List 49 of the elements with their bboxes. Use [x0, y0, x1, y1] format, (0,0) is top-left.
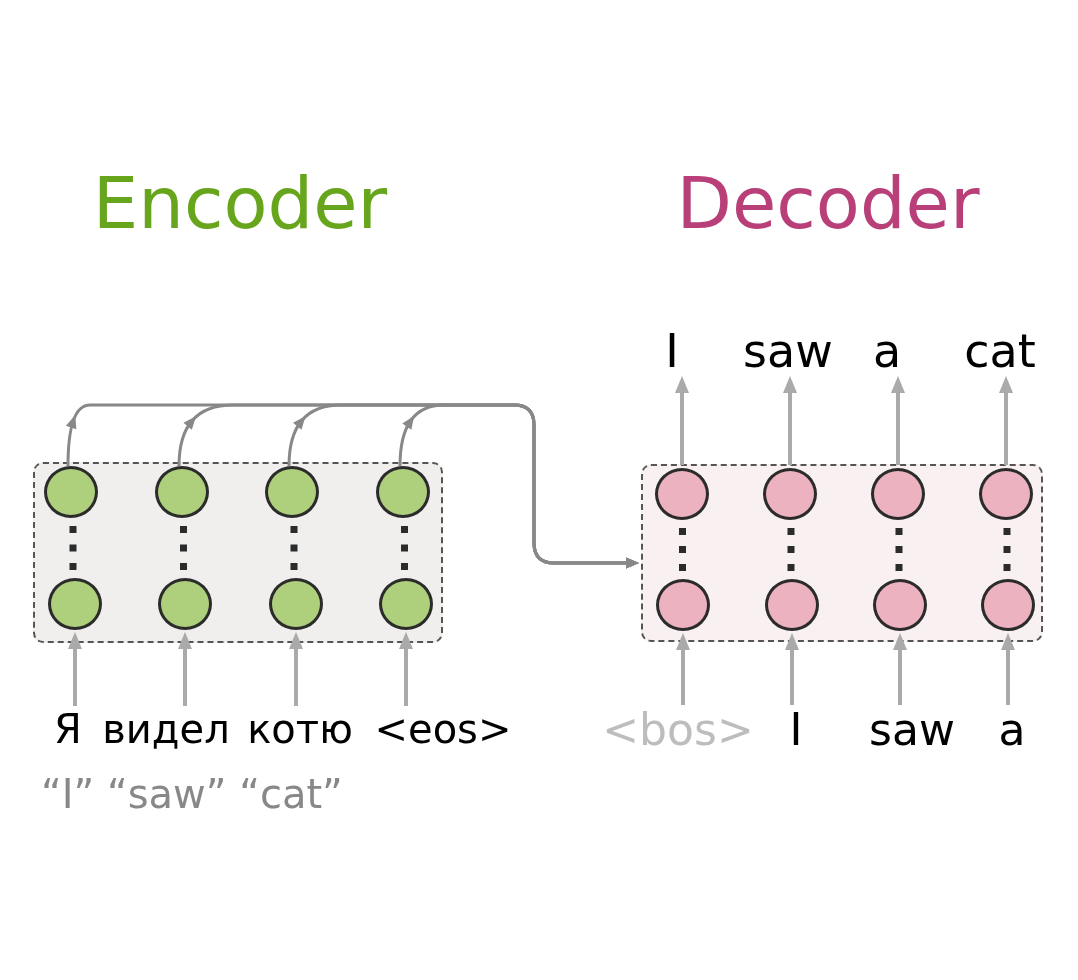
node-circle [44, 466, 98, 518]
node-circle [158, 578, 212, 630]
node-circle [656, 579, 710, 631]
arrow [675, 376, 689, 465]
arrow [893, 633, 907, 705]
node-circle [765, 579, 819, 631]
token-label: cat [964, 328, 1036, 374]
encoder-panel [33, 462, 443, 643]
token-label: a [998, 708, 1026, 752]
node-circle [763, 468, 817, 520]
heading: Decoder [676, 167, 980, 239]
arrow [785, 633, 799, 705]
token-label: видел [102, 709, 230, 749]
translation-text: “I” “saw” “cat” [41, 774, 343, 814]
token-label: a [872, 328, 902, 374]
arrow [1001, 633, 1015, 705]
token-label: <bos> [602, 708, 754, 752]
node-circle [873, 579, 927, 631]
token-label: saw [869, 708, 955, 752]
decoder-panel [641, 464, 1043, 642]
token-label: котю [247, 709, 353, 749]
node-circle [48, 578, 102, 630]
node-circle [376, 466, 430, 518]
arrow [178, 632, 192, 706]
arrow [399, 632, 413, 706]
arrow [999, 376, 1013, 465]
node-circle [655, 468, 709, 520]
arrow [289, 632, 303, 706]
arrow [68, 632, 82, 706]
arrow [676, 633, 690, 705]
arrow [891, 376, 905, 465]
node-circle [981, 579, 1035, 631]
dotted-line [69, 526, 77, 570]
token-label: I [665, 328, 679, 374]
token-label: saw [743, 328, 833, 374]
node-circle [265, 466, 319, 518]
node-circle [155, 466, 209, 518]
token-label: I [789, 708, 803, 752]
node-circle [269, 578, 323, 630]
dotted-line [180, 526, 187, 570]
node-circle [379, 578, 433, 630]
node-circle [871, 468, 925, 520]
dotted-line [401, 526, 408, 570]
heading: Encoder [92, 167, 388, 239]
token-label: <eos> [374, 709, 512, 749]
arrow [783, 376, 797, 465]
node-circle [979, 468, 1033, 520]
token-label: Я [54, 709, 82, 749]
dotted-line [290, 526, 298, 570]
